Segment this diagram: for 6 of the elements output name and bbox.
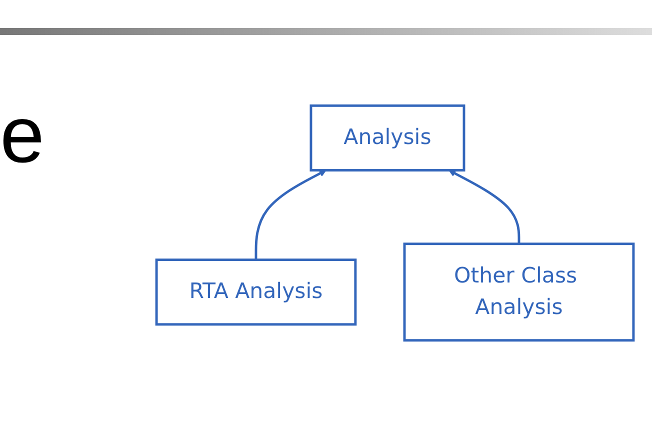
node-box: RTA Analysis	[155, 258, 357, 326]
arrow	[254, 170, 326, 260]
title-fragment: e	[0, 95, 44, 175]
arrow	[448, 170, 520, 244]
node-box: Analysis	[310, 104, 466, 172]
node-box: Other Class Analysis	[403, 242, 635, 342]
